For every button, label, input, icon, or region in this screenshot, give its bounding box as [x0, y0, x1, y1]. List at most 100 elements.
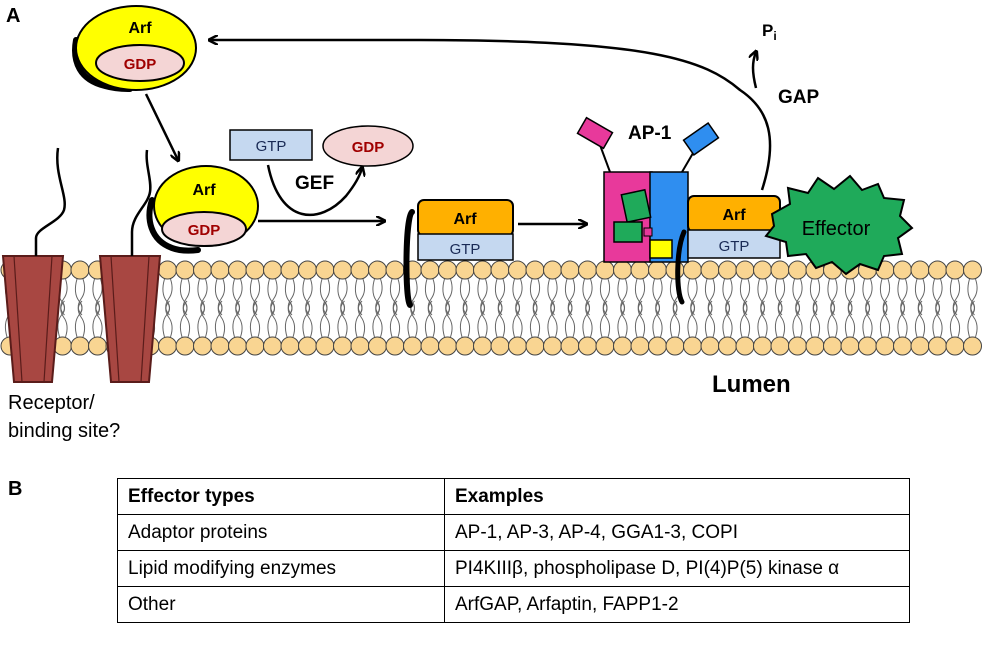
lipid-head [788, 336, 807, 356]
lipid-tail [372, 278, 383, 316]
gef-label: GEF [295, 173, 334, 194]
lipid-tail [249, 278, 261, 316]
lipid-tail [949, 300, 961, 338]
effector-types-table: Effector types Examples Adaptor proteins… [117, 478, 910, 623]
lipid-tail [354, 300, 366, 338]
lipid-head [508, 260, 527, 280]
receptor-label-line2: binding site? [8, 420, 120, 442]
lipid-head [333, 336, 352, 356]
lipid-head [210, 336, 230, 356]
lipid-tail [879, 300, 891, 338]
lumen-label: Lumen [712, 371, 791, 398]
lipid-tail [214, 278, 226, 316]
lipid-head [158, 260, 177, 280]
effector-label: Effector [802, 218, 871, 240]
arf-gtp-effector: Arf GTP Effector [687, 174, 914, 276]
lipid-head [665, 260, 685, 280]
lipid-tail [722, 278, 733, 316]
lipid-tail [162, 300, 173, 338]
lipid-tail [372, 300, 383, 338]
header-effector-types: Effector types [117, 478, 445, 515]
lipid-tail [319, 300, 331, 338]
effector-type-cell: Other [117, 586, 445, 623]
panel-b-label: B [8, 478, 23, 500]
table-row: Lipid modifying enzymes PI4KIIIβ, phosph… [117, 550, 910, 587]
lipid-tail [967, 278, 978, 316]
lipid-head [508, 336, 527, 356]
lipid-tail [512, 278, 523, 316]
lipid-head [315, 336, 335, 356]
lipid-tail [92, 278, 103, 316]
lipid-tail [862, 278, 873, 316]
lipid-tail [844, 300, 856, 338]
lipid-tail [74, 300, 86, 338]
free-gdp: GDP [322, 125, 414, 167]
lipid-tail [92, 300, 103, 338]
lipid-head [473, 336, 492, 356]
lipid-tail [914, 278, 926, 316]
lipid-head [630, 260, 650, 280]
lipid-tail [722, 300, 733, 338]
lipid-tail [564, 278, 576, 316]
lipid-head [613, 260, 632, 280]
lipid-head [735, 336, 755, 356]
lipid-head [753, 260, 772, 280]
lipid-tail [232, 278, 243, 316]
lipid-tail [57, 300, 68, 338]
lipid-tail [214, 300, 226, 338]
gdp-label: GDP [188, 222, 221, 239]
lipid-tail [477, 278, 488, 316]
lipid-tail [757, 278, 768, 316]
lipid-tail [494, 300, 506, 338]
lipid-tail [582, 300, 593, 338]
lipid-head [945, 260, 965, 280]
lipid-tail [739, 278, 751, 316]
gap-arrow [210, 40, 772, 191]
lipid-head [595, 260, 615, 280]
lipid-tail [617, 300, 628, 338]
lipid-head [770, 336, 790, 356]
table-row: Other ArfGAP, Arfaptin, FAPP1-2 [117, 586, 910, 623]
lipid-head [578, 336, 597, 356]
lipid-head [858, 336, 877, 356]
lipid-head [228, 260, 247, 280]
free-gtp: GTP [229, 129, 313, 161]
lipid-tails [4, 278, 978, 338]
examples-cell: ArfGAP, Arfaptin, FAPP1-2 [444, 586, 910, 623]
gtp-label: GTP [256, 138, 287, 155]
lipid-head [280, 336, 300, 356]
lipid-tail [757, 300, 768, 338]
lipid-tail [424, 300, 436, 338]
lipid-head [543, 260, 562, 280]
lipid-head [245, 260, 265, 280]
lipid-tail [687, 278, 698, 316]
lipid-head [193, 260, 212, 280]
lipid-head [350, 260, 370, 280]
examples-cell: PI4KIIIβ, phospholipase D, PI(4)P(5) kin… [444, 550, 910, 587]
lipid-head [175, 336, 195, 356]
lipid-head [770, 260, 790, 280]
lipid-head [753, 336, 772, 356]
lipid-head [543, 336, 562, 356]
lipid-tail [932, 278, 943, 316]
lipid-head [963, 260, 982, 280]
receptor-left [1, 255, 65, 383]
panel-a-label: A [6, 5, 20, 27]
arf-gdp-membrane: Arf GDP [146, 165, 259, 254]
lipid-head [438, 260, 457, 280]
lipid-head [70, 260, 90, 280]
lipid-head [525, 336, 545, 356]
arf-cycle-diagram: A Receptor/ binding site? Arf GDP Arf GD… [0, 5, 982, 442]
lipid-head [665, 336, 685, 356]
lipid-tail [74, 278, 86, 316]
lipid-tail [862, 300, 873, 338]
lipid-head [263, 336, 282, 356]
lipid-tail [284, 278, 296, 316]
receptor-right-tail [130, 149, 152, 256]
lipid-tail [949, 278, 961, 316]
lipid-head [420, 336, 440, 356]
ap1-label: AP-1 [628, 123, 672, 144]
lipid-tail [617, 278, 628, 316]
receptor-label-line1: Receptor/ [8, 392, 95, 414]
lipid-head [210, 260, 230, 280]
